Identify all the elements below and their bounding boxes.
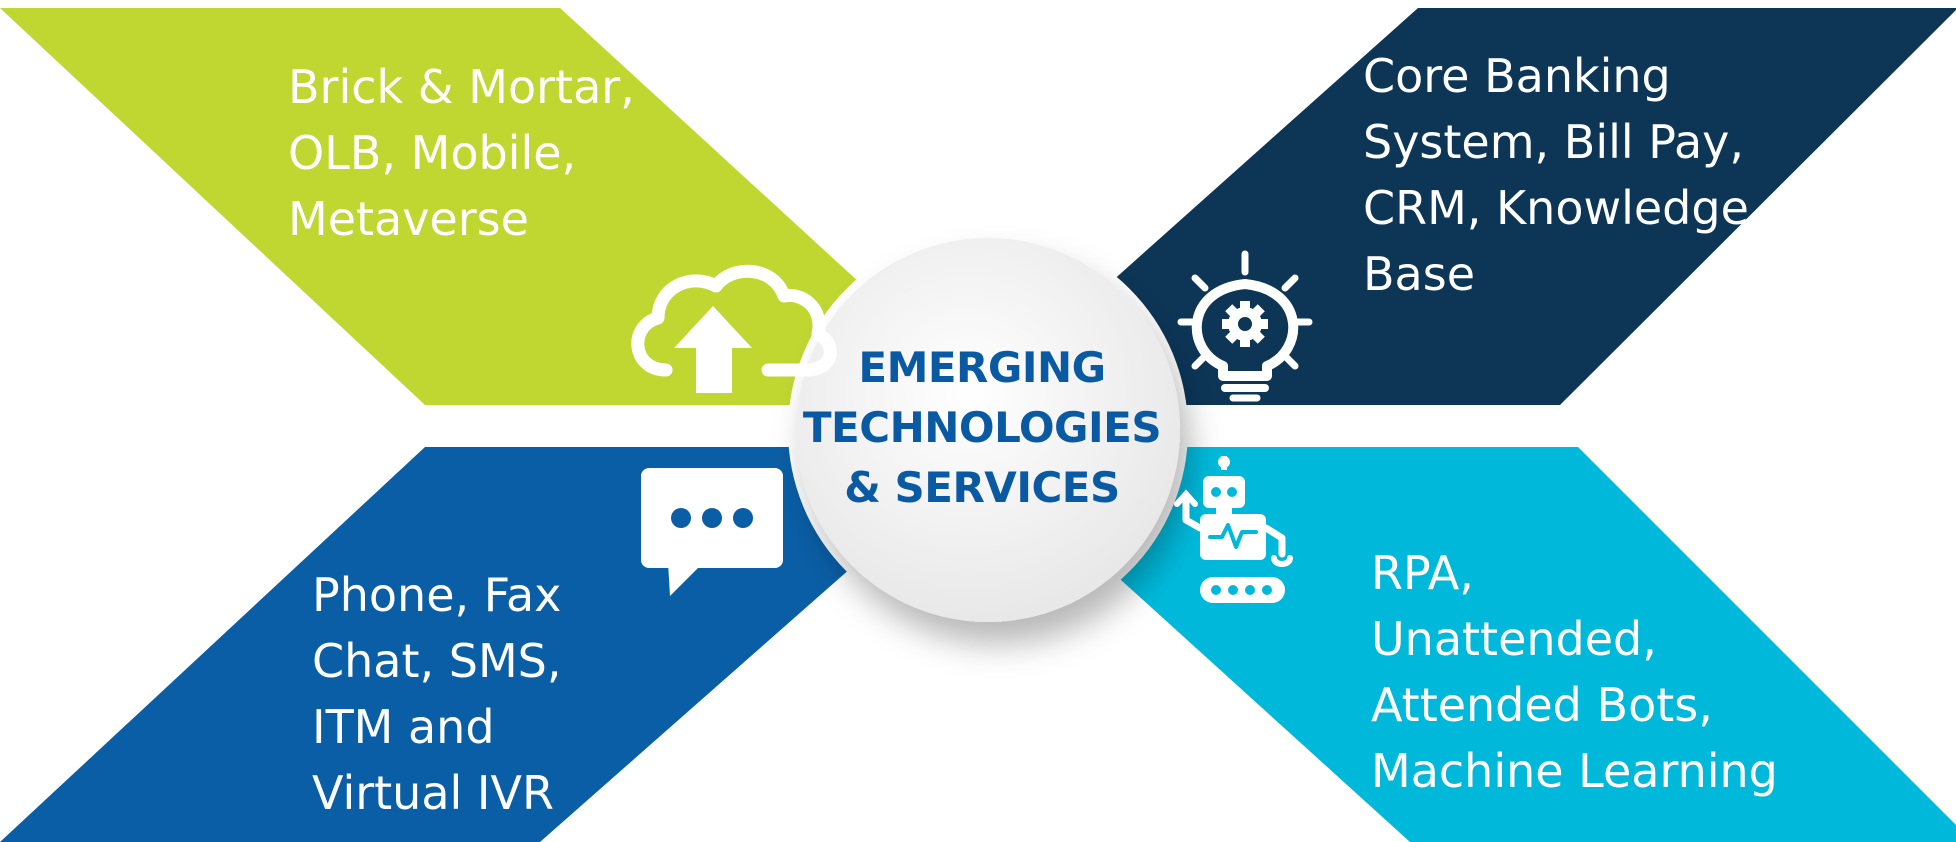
quadrant-line: Attended Bots, (1371, 678, 1713, 732)
center-title-line: EMERGING (858, 343, 1106, 392)
quadrant-line: Core Banking (1363, 49, 1671, 103)
quadrant-line: Metaverse (288, 192, 529, 246)
quadrant-top-right-text: Core Banking System, Bill Pay, CRM, Know… (1363, 43, 1749, 307)
lightbulb-gear-icon (1177, 250, 1313, 402)
quadrant-bottom-left-text: Phone, Fax Chat, SMS, ITM and Virtual IV… (312, 562, 561, 826)
quadrant-line: Machine Learning (1371, 744, 1778, 798)
quadrant-bottom-right-text: RPA, Unattended, Attended Bots, Machine … (1371, 540, 1778, 804)
cloud-upload-icon (631, 264, 837, 393)
center-title-line: & SERVICES (844, 463, 1120, 512)
quadrant-line: System, Bill Pay, (1363, 115, 1745, 169)
quadrant-line: Phone, Fax (312, 568, 562, 622)
quadrant-top-right-shape (1100, 8, 1956, 405)
quadrant-line: Chat, SMS, (312, 634, 562, 688)
quadrant-line: ITM and (312, 700, 495, 754)
quadrant-line: Unattended, (1371, 612, 1657, 666)
quadrant-line: RPA, (1371, 546, 1474, 600)
quadrant-line: Base (1363, 247, 1476, 301)
quadrant-line: Brick & Mortar, (288, 60, 635, 114)
quadrant-top-left-shape (0, 8, 860, 405)
quadrant-line: Virtual IVR (312, 766, 554, 820)
center-title: EMERGING TECHNOLOGIES & SERVICES (800, 338, 1164, 518)
center-title-line: TECHNOLOGIES (802, 403, 1162, 452)
chat-bubble-icon (641, 468, 783, 596)
quadrant-line: OLB, Mobile, (288, 126, 577, 180)
quadrant-bottom-right-shape (1100, 447, 1956, 842)
quadrant-top-left-text: Brick & Mortar, OLB, Mobile, Metaverse (288, 54, 635, 252)
robot-icon (1174, 456, 1293, 603)
quadrant-line: CRM, Knowledge (1363, 181, 1749, 235)
center-circle (796, 238, 1180, 622)
